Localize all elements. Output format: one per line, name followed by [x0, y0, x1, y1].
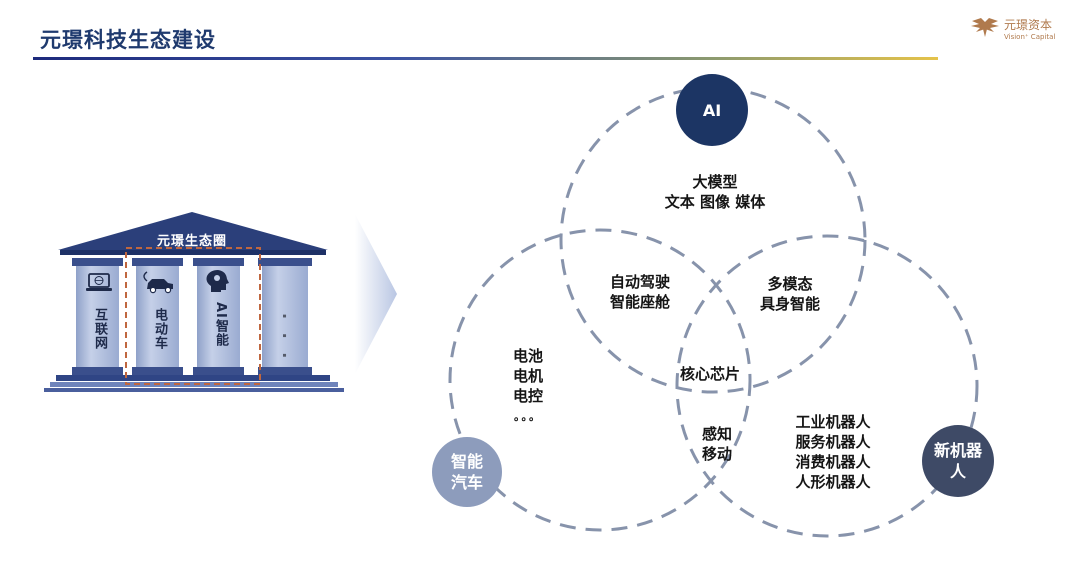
- page-title: 元璟科技生态建设: [40, 28, 216, 52]
- pillar-label-ev: 电动车: [152, 308, 167, 350]
- node-smart-car: 智能汽车: [432, 437, 502, 507]
- pillar-label-more: · · ·: [275, 313, 294, 363]
- ecosystem-title: 元璟生态圈: [156, 234, 227, 249]
- region-core-chip: 核心芯片: [679, 365, 740, 383]
- region-car-robot: 感知 移动: [701, 425, 732, 463]
- node-smart-car-label: 智能汽车: [450, 452, 483, 492]
- pillar-more: [258, 258, 312, 375]
- electric-car-icon: [143, 271, 173, 294]
- laptop-globe-icon: [86, 273, 112, 291]
- brand-logo: 元璟资本 Vision⁺ Capital: [970, 16, 1062, 44]
- temple-roof: [58, 212, 328, 250]
- circle-robot: [675, 234, 979, 538]
- region-robot-only: 工业机器人 服务机器人 消费机器人 人形机器人: [795, 413, 871, 491]
- ai-brain-head-icon: [206, 270, 229, 292]
- brand-name: 元璟资本: [1004, 18, 1053, 32]
- region-ai-car: 自动驾驶 智能座舱: [609, 273, 670, 311]
- highlight-box: [125, 247, 261, 385]
- temple-base: [56, 375, 330, 381]
- pillar-label-ai: AI智能: [213, 302, 228, 347]
- title-divider: [33, 57, 938, 60]
- right-arrow-icon: [355, 214, 397, 374]
- brand-name-en: Vision⁺ Capital: [1004, 33, 1056, 41]
- node-robot-label: 新机器人: [934, 441, 983, 481]
- pillar-label-internet: 互联网: [92, 308, 107, 350]
- eagle-logo-icon: [971, 18, 999, 37]
- region-ai-only: 大模型 文本 图像 媒体: [664, 173, 766, 211]
- node-robot: 新机器人: [922, 425, 994, 497]
- region-car-only: 电池 电机 电控 。。。: [512, 347, 543, 423]
- circle-smart-car: [448, 228, 752, 532]
- region-ai-robot: 多模态 具身智能: [759, 275, 820, 313]
- ecosystem-temple: 元璟生态圈 互联网 电动车 AI智能 · · ·: [0, 0, 380, 400]
- pillar-internet: [72, 258, 123, 375]
- node-ai: AI: [676, 74, 748, 146]
- node-ai-label: AI: [702, 100, 722, 120]
